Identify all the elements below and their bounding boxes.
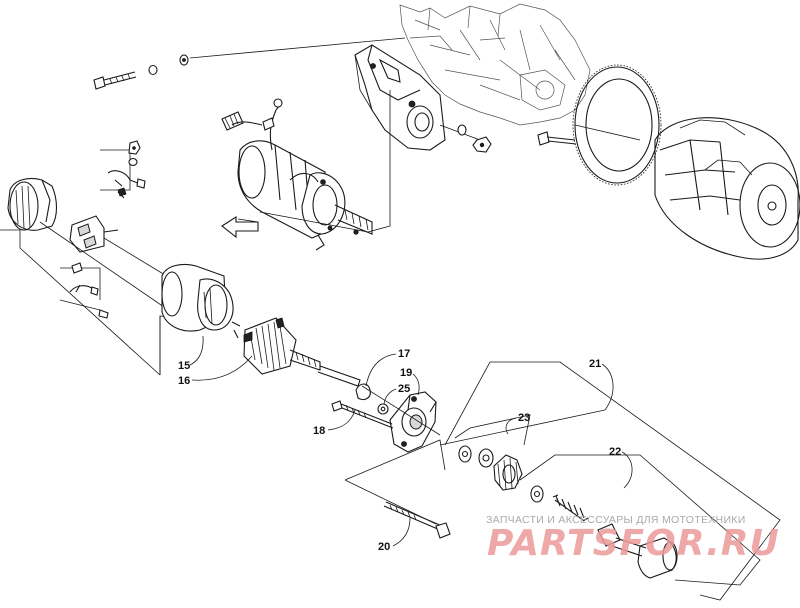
leader-starter-bracket [367,90,391,233]
callout-25: 25 [383,383,410,405]
pinion-spacer [478,448,494,468]
callout-label-16: 16 [178,375,190,387]
engine-block [399,3,591,126]
callout-label-18: 18 [313,425,325,437]
callout-19: 19 [400,367,420,396]
armature [231,317,361,387]
mounting-bracket [354,44,446,151]
callout-21: 21 [589,358,614,411]
starter-cable [221,98,283,151]
group-22-bracket [519,454,761,586]
callout-22: 22 [609,446,633,489]
starter-assembled [237,140,373,251]
leader-starter-front [259,211,369,233]
drive-spring [552,494,589,522]
callout-18: 18 [313,409,356,437]
drive-sleeve [597,523,678,579]
pinion-washer [458,445,472,463]
terminal-hardware [100,140,146,199]
callout-23: 23 [505,412,530,435]
group-23-bracket [454,414,531,446]
callout-16: 16 [178,355,253,387]
callout-label-17: 17 [398,348,410,360]
brush-hardware [59,262,109,319]
housing-leaders [344,385,446,525]
field-frame [161,263,234,332]
long-bolt-20 [383,501,451,539]
ring-gear [572,64,662,186]
callout-label-15: 15 [178,360,190,372]
thrust-washer-17 [355,383,371,401]
ring-gear-bolt [537,124,641,146]
bracket-hardware [439,124,492,153]
end-cap [7,177,58,231]
flywheel [654,117,800,260]
pinion-gear [493,454,523,491]
callout-label-19: 19 [400,367,412,379]
callout-17: 17 [365,348,410,387]
callout-label-20: 20 [378,541,390,553]
front-direction-arrow [221,215,259,239]
washer-25 [377,403,389,415]
drive-collar [530,485,544,503]
group-21-bracket [444,361,781,601]
leader-top [189,37,406,59]
through-bolt-18 [331,400,394,429]
callout-15: 15 [178,335,204,372]
callout-label-25: 25 [398,383,410,395]
brush-plate [69,215,119,253]
callout-label-22: 22 [609,446,621,458]
watermark-tagline: ЗАПЧАСТИ И АКСЕССУАРЫ ДЛЯ МОТОТЕХНИКИ [486,514,746,526]
drive-end-housing [389,391,437,453]
callout-label-23: 23 [518,412,530,424]
callout-20: 20 [378,517,411,553]
leader-21-housing [439,409,606,446]
top-bolt [93,54,189,90]
callout-label-21: 21 [589,358,601,370]
watermark-logo: PARTSFOR.RU [487,523,780,564]
